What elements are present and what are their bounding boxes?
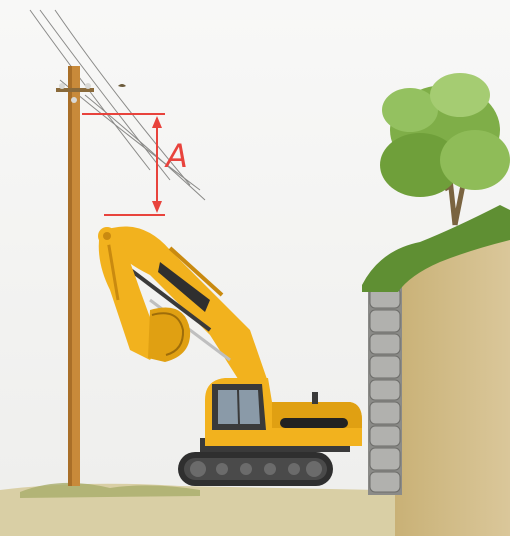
stone-wall	[368, 285, 402, 495]
dimension-label-a: A	[166, 140, 188, 172]
excavator-tracks	[178, 452, 333, 486]
